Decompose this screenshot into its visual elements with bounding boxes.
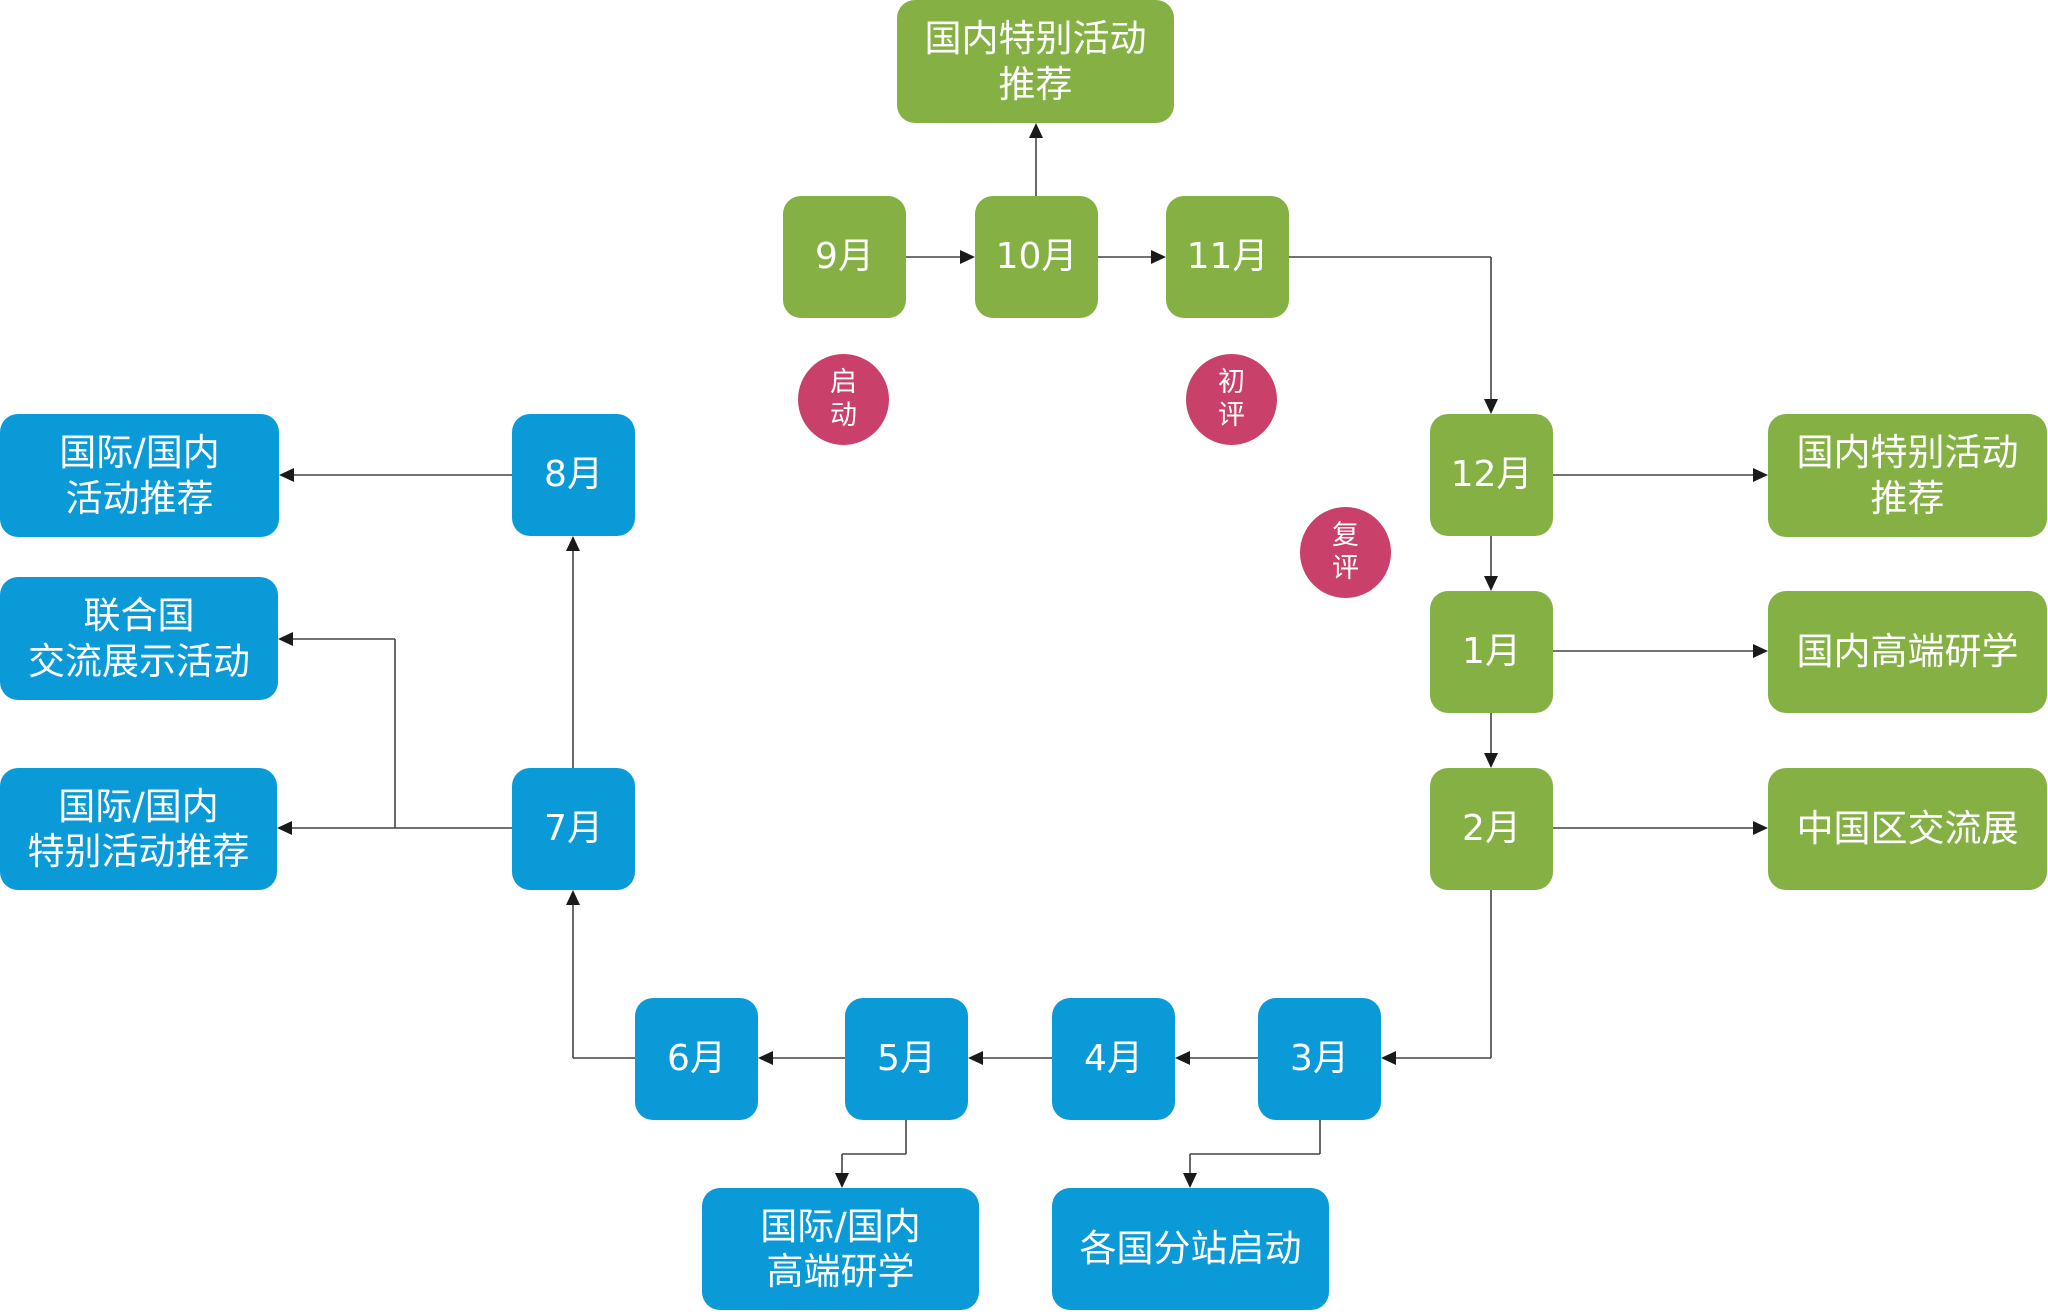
stage-second-review-badge: 复 评 <box>1300 507 1391 598</box>
month-july: 7月 <box>512 768 635 890</box>
arrow-jun-to-jul <box>566 890 635 1059</box>
arrow-nov-to-dec <box>1289 256 1498 414</box>
arrow-feb-to-mar <box>1381 890 1492 1065</box>
arrow-mar-to-apr <box>1175 1051 1258 1065</box>
arrow-dec-to-jan <box>1484 536 1498 591</box>
event-july-un-exhibition: 联合国 交流展示活动 <box>0 577 278 700</box>
event-july-special-recommendation: 国际/国内 特别活动推荐 <box>0 768 277 890</box>
stage-launch-badge: 启 动 <box>798 354 889 445</box>
event-may-international-study: 国际/国内 高端研学 <box>702 1188 979 1310</box>
event-august-activity-recommendation: 国际/国内 活动推荐 <box>0 414 279 537</box>
event-january-domestic-study: 国内高端研学 <box>1768 591 2047 713</box>
arrow-aug-to-event <box>279 468 512 482</box>
month-august: 8月 <box>512 414 635 536</box>
arrow-sep-to-oct <box>906 250 975 264</box>
month-september: 9月 <box>783 196 906 318</box>
event-december-domestic-special: 国内特别活动 推荐 <box>1768 414 2047 537</box>
event-february-china-exhibition: 中国区交流展 <box>1768 768 2047 890</box>
arrow-jan-to-event <box>1553 644 1768 658</box>
month-february: 2月 <box>1430 768 1553 890</box>
arrow-may-to-jun <box>758 1051 845 1065</box>
arrow-mar-to-event <box>1183 1120 1321 1188</box>
event-march-branch-launch: 各国分站启动 <box>1052 1188 1329 1310</box>
month-april: 4月 <box>1052 998 1175 1120</box>
month-november: 11月 <box>1166 196 1289 318</box>
arrow-jul-to-special <box>277 821 512 835</box>
month-october: 10月 <box>975 196 1098 318</box>
stage-first-review-badge: 初 评 <box>1186 354 1277 445</box>
arrow-may-to-event <box>835 1120 907 1188</box>
arrow-jul-to-un <box>278 632 396 828</box>
arrow-feb-to-event <box>1553 821 1768 835</box>
month-january: 1月 <box>1430 591 1553 713</box>
arrow-oct-to-event <box>1029 123 1043 196</box>
event-october-domestic-special: 国内特别活动 推荐 <box>897 0 1174 123</box>
month-march: 3月 <box>1258 998 1381 1120</box>
arrow-apr-to-may <box>968 1051 1052 1065</box>
arrow-jul-to-aug <box>566 536 580 768</box>
arrow-dec-to-event <box>1553 468 1768 482</box>
arrow-jan-to-feb <box>1484 713 1498 768</box>
month-december: 12月 <box>1430 414 1553 536</box>
month-may: 5月 <box>845 998 968 1120</box>
month-june: 6月 <box>635 998 758 1120</box>
arrow-oct-to-nov <box>1098 250 1166 264</box>
